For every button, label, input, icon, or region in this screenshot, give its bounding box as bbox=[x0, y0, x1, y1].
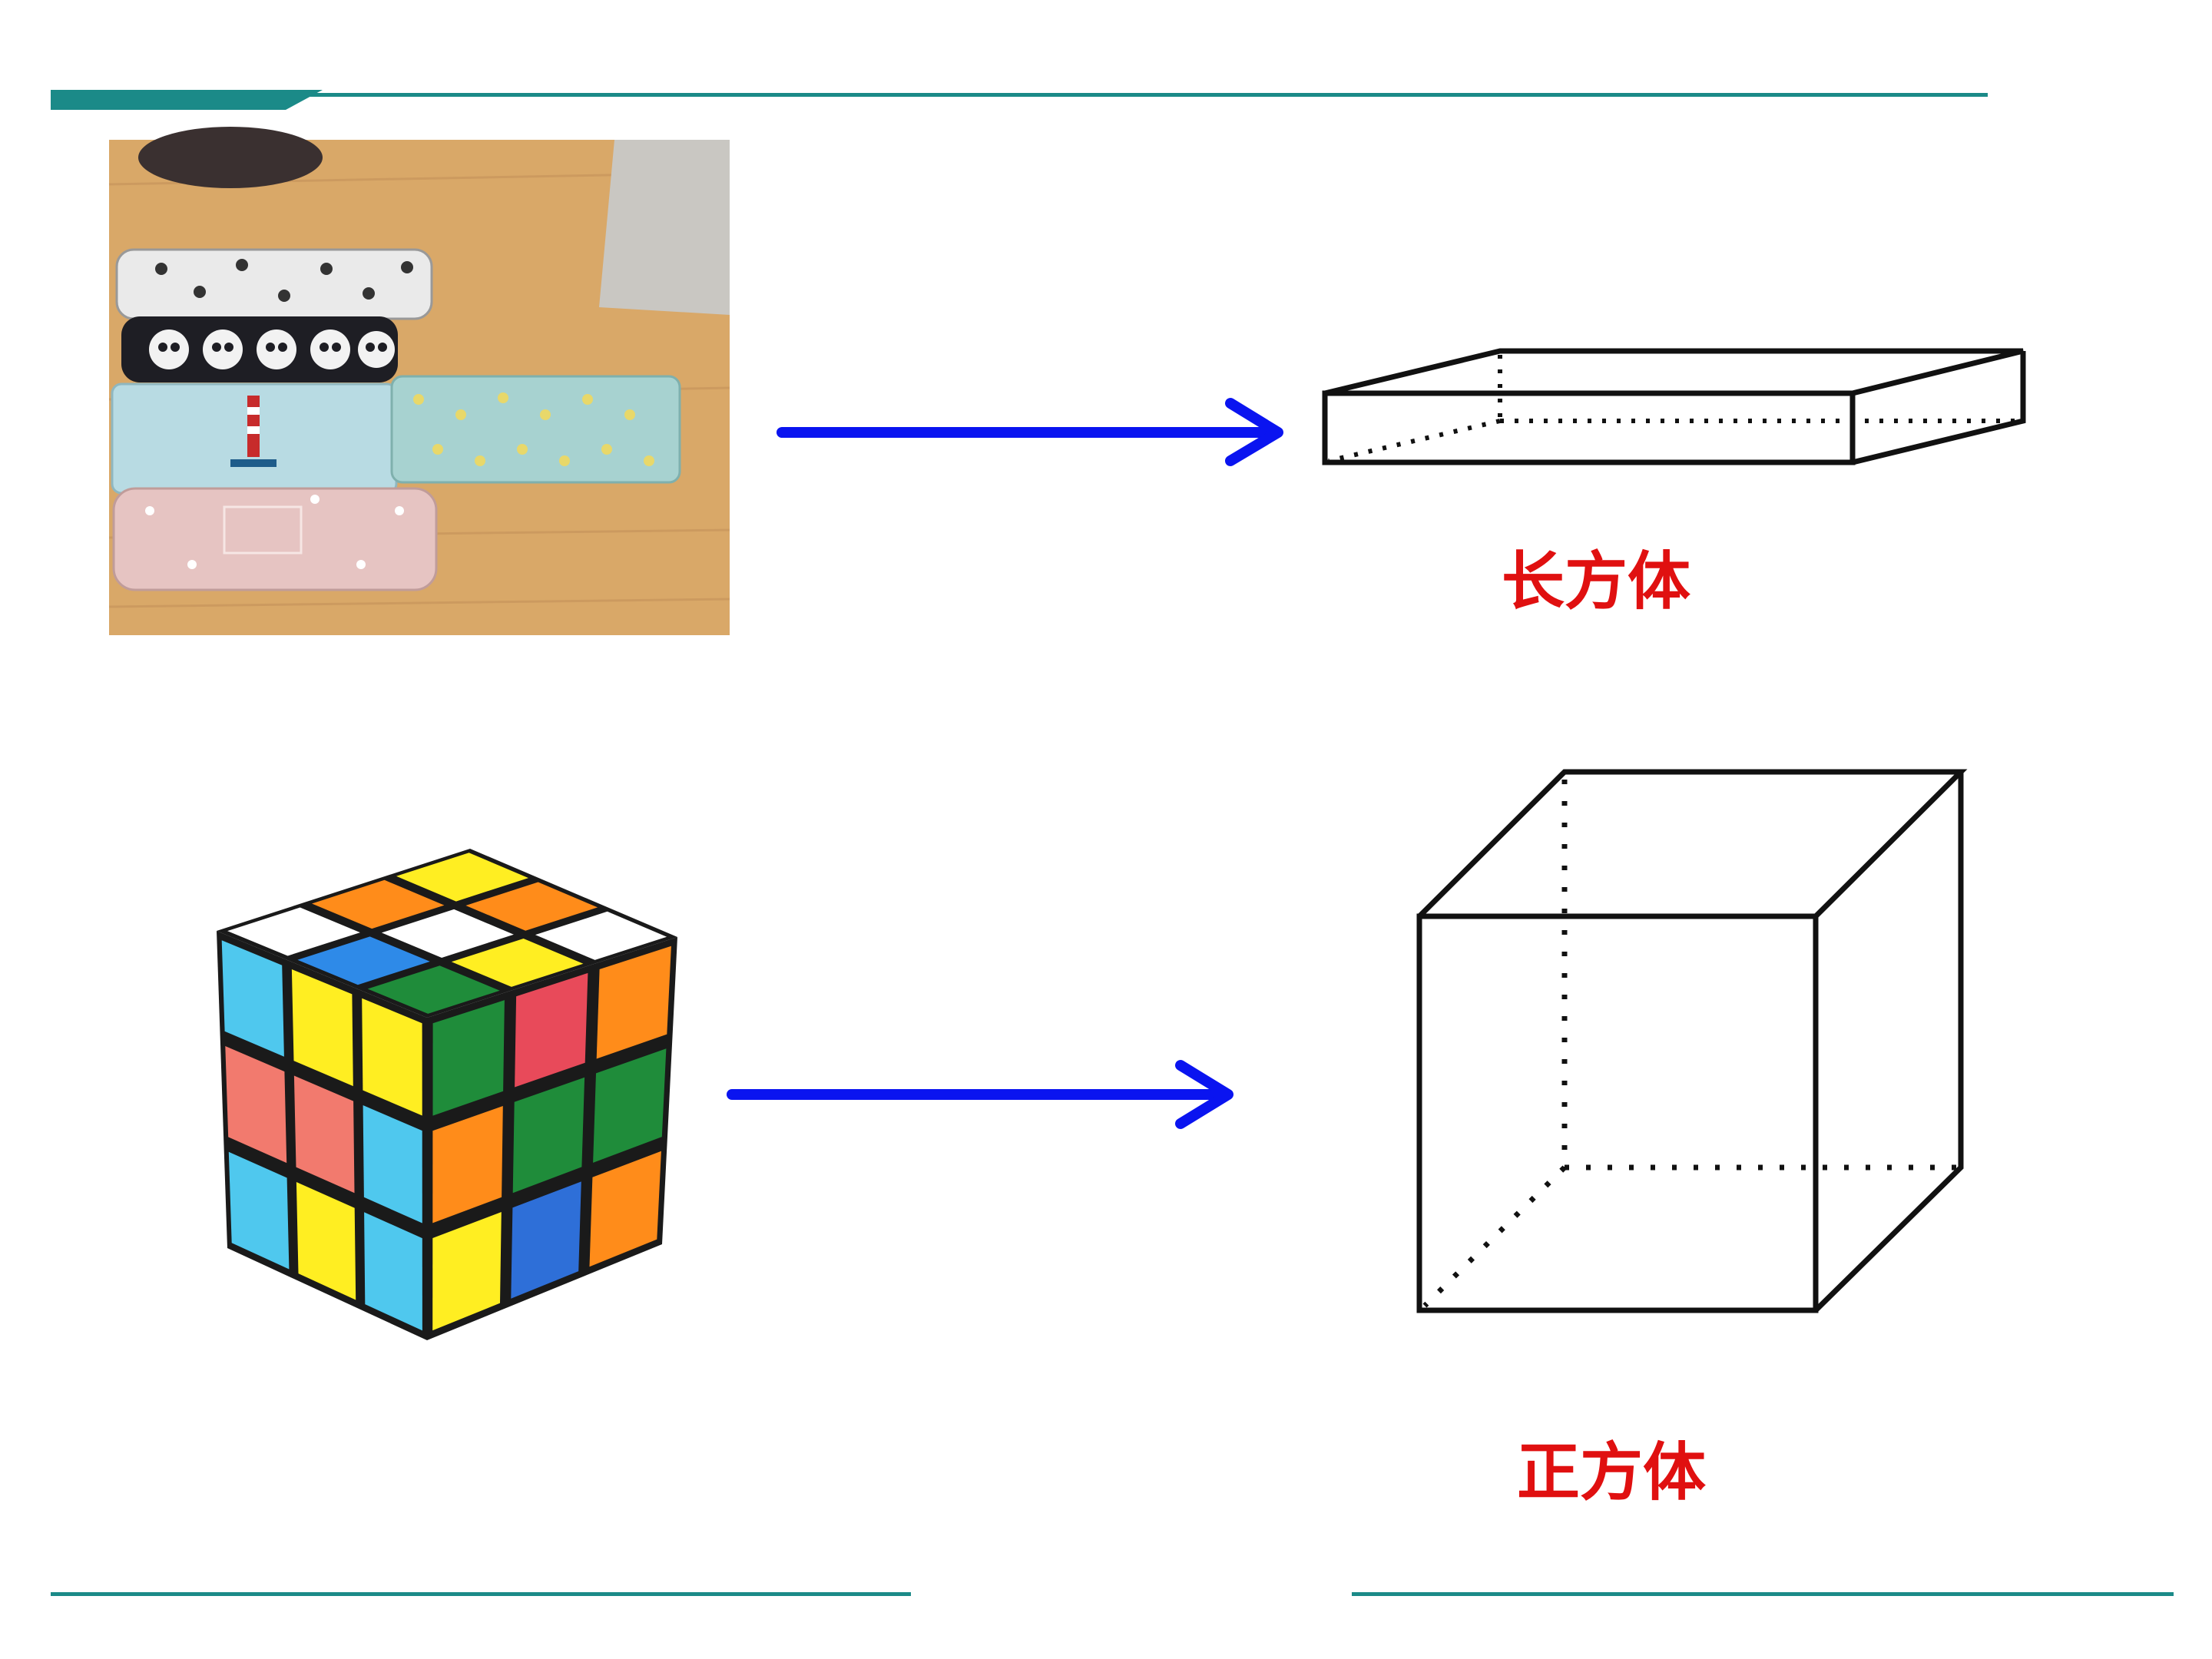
pencil-cases-photo bbox=[109, 127, 730, 635]
cube-outline-icon bbox=[1419, 772, 1961, 1310]
header-rule bbox=[51, 90, 1988, 110]
cuboid-outline-icon bbox=[1325, 351, 2023, 462]
footer-rule-right bbox=[1352, 1592, 2174, 1596]
label-cuboid: 长方体 bbox=[1502, 545, 1690, 618]
right-arrow-icon bbox=[782, 403, 1278, 461]
rubiks-cube-photo bbox=[217, 849, 677, 1340]
right-arrow-icon bbox=[732, 1065, 1228, 1124]
label-cube: 正方体 bbox=[1517, 1435, 1706, 1509]
footer-rule-left bbox=[51, 1592, 911, 1596]
